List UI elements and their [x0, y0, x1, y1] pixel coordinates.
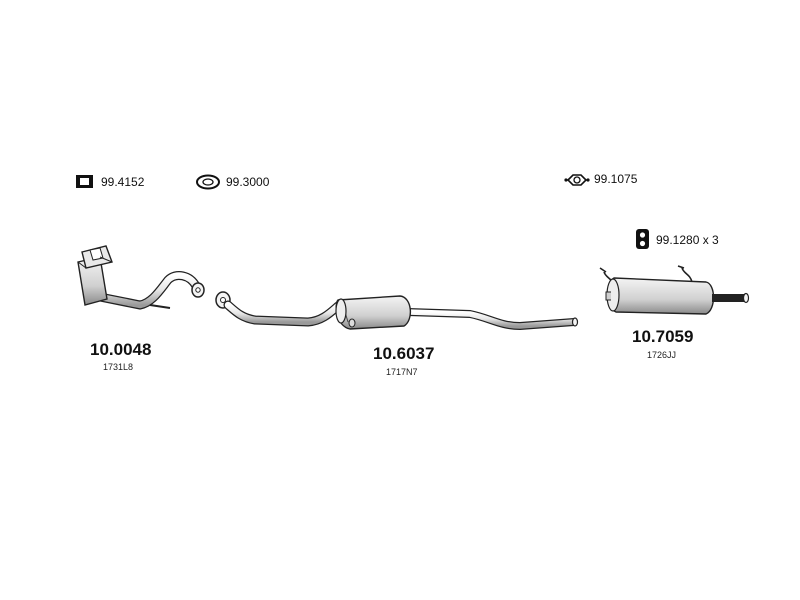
part-code-rear-silencer: 1726JJ	[647, 350, 677, 360]
catalytic-converter	[77, 245, 205, 310]
part-code-catalytic-converter: 1731L8	[103, 362, 134, 372]
part-number-rear-silencer: 10.7059	[632, 327, 694, 346]
accessory-label-clamp: 99.4152	[101, 175, 145, 189]
rear-silencer	[599, 265, 750, 315]
part-code-middle-silencer: 1717N7	[386, 367, 418, 377]
accessory-label-ring-gasket: 99.3000	[226, 175, 270, 189]
ring-gasket-icon	[196, 174, 220, 190]
middle-silencer	[215, 291, 579, 331]
part-number-catalytic-converter: 10.0048	[90, 340, 152, 359]
accessory-label-rubber-mount: 99.1280 x 3	[656, 233, 719, 247]
square-clamp-icon	[76, 175, 93, 188]
flange-gasket-icon	[564, 174, 590, 186]
accessory-label-flange-gasket: 99.1075	[594, 172, 638, 186]
part-number-middle-silencer: 10.6037	[373, 344, 435, 363]
rubber-mount-icon	[636, 229, 649, 249]
